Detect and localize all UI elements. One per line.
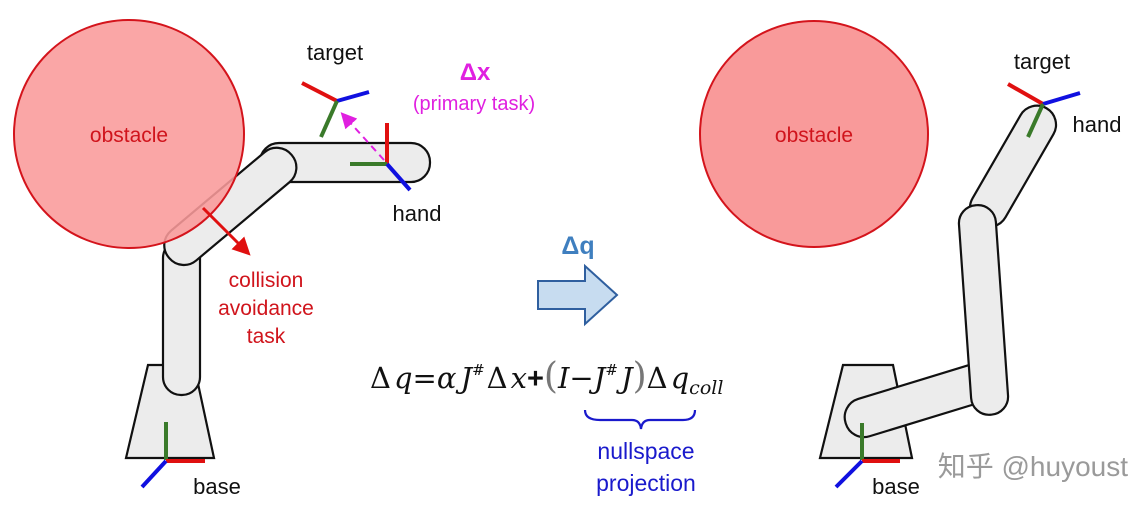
obstacle-label: obstacle — [775, 124, 853, 147]
hand-frame — [1007, 82, 1081, 138]
nullspace-label-2: projection — [596, 470, 696, 496]
hand-label: hand — [1073, 112, 1122, 137]
base-frame — [834, 423, 900, 489]
nullspace-brace — [583, 409, 697, 430]
base-frame — [140, 422, 205, 489]
collision-label-1: collision — [229, 269, 304, 292]
collision-arrow — [201, 206, 251, 256]
collision-label-3: task — [247, 325, 286, 348]
transition-arrow — [537, 263, 619, 327]
primary-task-symbol: Δx — [460, 59, 491, 86]
collision-label-2: avoidance — [218, 297, 314, 320]
target-frame — [301, 81, 370, 138]
base-label: base — [193, 474, 241, 499]
target-label: target — [307, 40, 363, 65]
arm-link-2 — [957, 204, 1010, 416]
left-scene: obstacle target Δx (primary task) hand c… — [13, 19, 535, 499]
right-scene: obstacle target hand base 知乎 @huyoust — [699, 20, 1128, 499]
primary-task-arrow — [340, 112, 385, 161]
base-label: base — [872, 474, 920, 499]
obstacle — [699, 20, 929, 248]
nullspace-label-1: nullspace — [597, 438, 694, 464]
hand-label: hand — [393, 201, 442, 226]
target-label: target — [1014, 49, 1070, 74]
hand-frame — [350, 123, 412, 192]
obstacle-label: obstacle — [90, 124, 168, 147]
obstacle — [13, 19, 245, 249]
primary-task-label: (primary task) — [413, 93, 535, 115]
transition: Δq — [537, 232, 619, 327]
delta-q-symbol: Δq — [561, 232, 594, 260]
watermark: 知乎 @huyoust — [938, 451, 1128, 482]
